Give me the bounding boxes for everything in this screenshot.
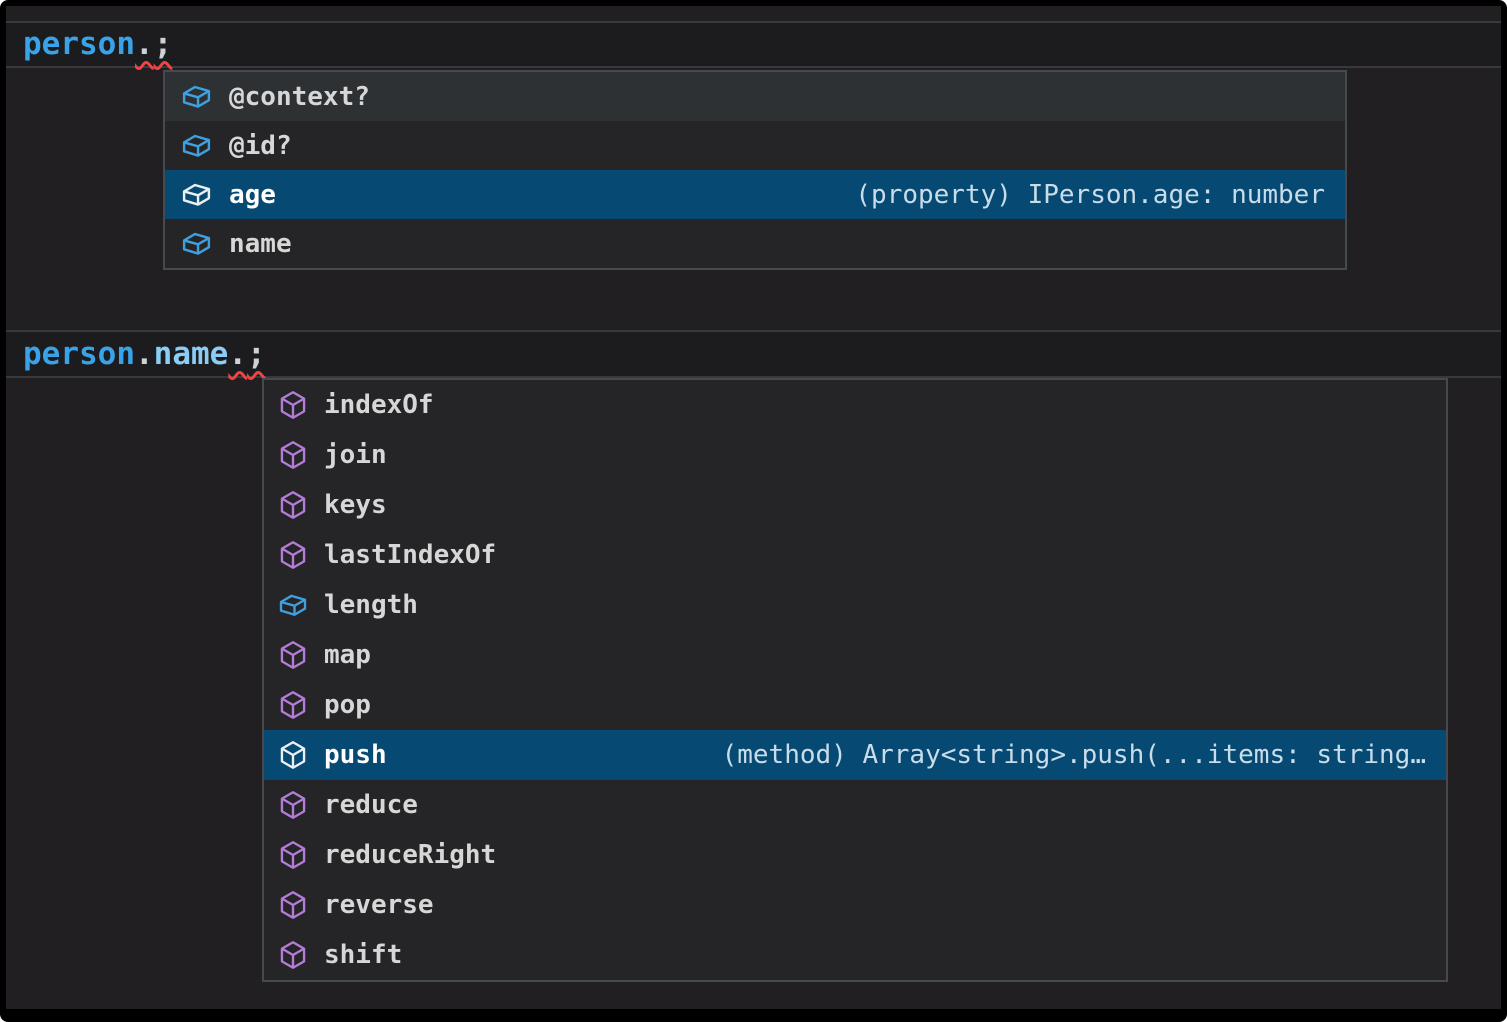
token-variable: person: [23, 26, 135, 62]
token-dot-error: .: [134, 26, 154, 62]
symbol-method-icon: [278, 740, 308, 770]
suggestion-label: length: [324, 590, 418, 620]
suggestion-detail: (property) IPerson.age: number: [855, 179, 1325, 210]
symbol-method-icon: [278, 390, 308, 420]
suggestion-item[interactable]: @context?: [165, 72, 1345, 121]
suggestion-label: push: [324, 740, 387, 770]
suggestion-item[interactable]: keys: [264, 480, 1446, 530]
suggestion-item[interactable]: join: [264, 430, 1446, 480]
suggestion-item[interactable]: shift: [264, 930, 1446, 980]
suggestion-item[interactable]: length: [264, 580, 1446, 630]
token-dot-error: .: [228, 336, 247, 372]
current-line-highlight: [6, 21, 1501, 68]
suggestion-label: @id?: [229, 130, 292, 161]
token-dot: .: [134, 336, 154, 372]
token-semicolon-error: ;: [246, 336, 266, 372]
suggestion-label: reverse: [324, 890, 434, 920]
suggestion-label: age: [229, 179, 276, 210]
suggestion-label: indexOf: [324, 390, 434, 420]
suggestion-label: pop: [324, 690, 371, 720]
suggest-widget-name: indexOf join keys lastIndexOf length map: [262, 378, 1448, 982]
suggest-widget-person: @context? @id? age (property) IPerson.ag…: [163, 70, 1347, 270]
suggestion-item[interactable]: indexOf: [264, 380, 1446, 430]
suggestion-label: reduceRight: [324, 840, 497, 870]
suggestion-item[interactable]: name: [165, 219, 1345, 268]
suggestion-item[interactable]: reduce: [264, 780, 1446, 830]
symbol-method-icon: [278, 690, 308, 720]
symbol-method-icon: [278, 490, 308, 520]
suggestion-label: reduce: [324, 790, 418, 820]
symbol-method-icon: [278, 790, 308, 820]
symbol-method-icon: [278, 640, 308, 670]
code-editor[interactable]: person.; person.name.; @context? @id? ag…: [6, 6, 1501, 1009]
token-semicolon-error: ;: [153, 26, 173, 62]
suggestion-label: keys: [324, 490, 387, 520]
suggestion-detail: (method) Array<string>.push(...items: st…: [721, 740, 1426, 770]
suggestion-item[interactable]: map: [264, 630, 1446, 680]
symbol-field-icon: [181, 228, 212, 259]
symbol-method-icon: [278, 890, 308, 920]
suggestion-label: shift: [324, 940, 403, 970]
suggestion-item[interactable]: @id?: [165, 121, 1345, 170]
suggestion-label: name: [229, 228, 292, 259]
symbol-field-icon: [181, 179, 212, 210]
symbol-field-icon: [278, 590, 308, 620]
code-line[interactable]: person.name.;: [23, 330, 266, 378]
suggestion-item[interactable]: lastIndexOf: [264, 530, 1446, 580]
suggestion-label: map: [324, 640, 371, 670]
suggestion-item-selected[interactable]: push (method) Array<string>.push(...item…: [264, 730, 1446, 780]
symbol-field-icon: [181, 130, 212, 161]
suggestion-item[interactable]: reduceRight: [264, 830, 1446, 880]
symbol-field-icon: [181, 81, 212, 112]
code-line[interactable]: person.;: [23, 21, 172, 68]
suggestion-item[interactable]: pop: [264, 680, 1446, 730]
symbol-method-icon: [278, 840, 308, 870]
suggestion-label: lastIndexOf: [324, 540, 497, 570]
suggestion-item[interactable]: reverse: [264, 880, 1446, 930]
symbol-method-icon: [278, 940, 308, 970]
symbol-method-icon: [278, 540, 308, 570]
symbol-method-icon: [278, 440, 308, 470]
suggestion-label: @context?: [229, 81, 370, 112]
suggestion-label: join: [324, 440, 387, 470]
token-variable: person: [23, 336, 135, 372]
suggestion-item-selected[interactable]: age (property) IPerson.age: number: [165, 170, 1345, 219]
current-line-highlight: [6, 330, 1501, 378]
token-property: name: [153, 336, 229, 372]
